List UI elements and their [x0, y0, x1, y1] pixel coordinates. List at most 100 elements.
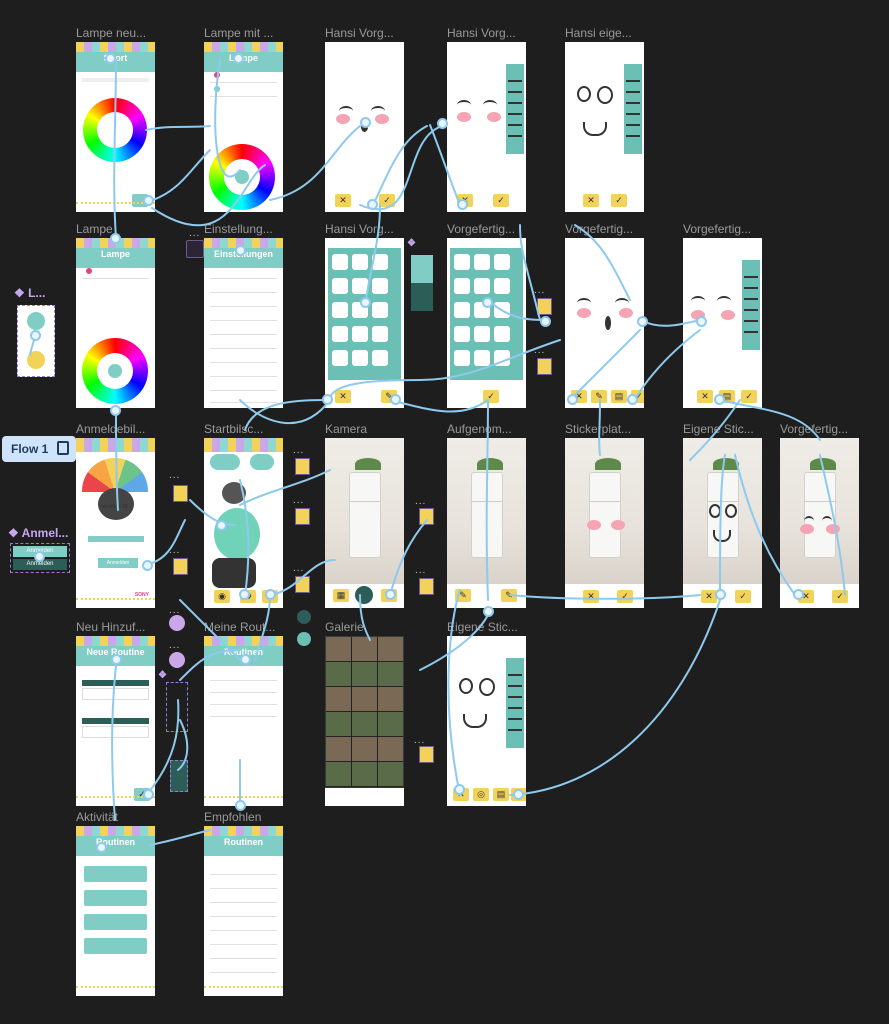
robot-head[interactable]: [222, 482, 246, 504]
color-swatch-variant[interactable]: [411, 255, 433, 311]
connection-node[interactable]: [696, 316, 707, 327]
robot-fluffy-body[interactable]: [214, 508, 260, 560]
camera-icon[interactable]: ◉: [214, 590, 230, 603]
connection-node[interactable]: [235, 800, 246, 811]
connection-node[interactable]: [239, 589, 250, 600]
connection-node[interactable]: [265, 589, 276, 600]
connection-node[interactable]: [30, 330, 41, 341]
frame-stickerplatzierung[interactable]: ✕✓: [565, 438, 644, 608]
frame-lampe-neu[interactable]: Sport: [76, 42, 155, 212]
frame-hansi-vorg-2[interactable]: ✕✓: [447, 42, 526, 212]
connection-node[interactable]: [105, 53, 116, 64]
connection-node[interactable]: [793, 589, 804, 600]
component-label-anmelden[interactable]: ❖ Anmel...: [8, 526, 69, 540]
check-icon[interactable]: ✓: [379, 194, 395, 207]
check-variant[interactable]: [295, 576, 310, 593]
more-icon[interactable]: ...: [414, 735, 426, 746]
check-icon[interactable]: ✓: [832, 590, 848, 603]
connection-node[interactable]: [567, 394, 578, 405]
print-icon[interactable]: ▤: [493, 788, 509, 801]
print-icon[interactable]: ▤: [611, 390, 627, 403]
frame-galerie[interactable]: [325, 636, 404, 806]
check-icon[interactable]: ✓: [735, 590, 751, 603]
sticker-icon[interactable]: ◎: [473, 788, 489, 801]
connection-node[interactable]: [457, 199, 468, 210]
connection-node[interactable]: [240, 654, 251, 665]
connection-node[interactable]: [627, 394, 638, 405]
bulb-bubble[interactable]: [250, 454, 274, 470]
more-icon[interactable]: ...: [169, 545, 181, 556]
frame-eigene-sticker-draw[interactable]: ✕◎▤✓: [447, 636, 526, 806]
connection-node[interactable]: [513, 789, 524, 800]
component-variant[interactable]: [173, 485, 188, 502]
close-icon[interactable]: ✕: [583, 590, 599, 603]
frame-vorgefertigt-grid[interactable]: ✓: [447, 238, 526, 408]
frame-vorgefertigt-face-1[interactable]: ✕✎▤✓: [565, 238, 644, 408]
more-icon[interactable]: ...: [293, 445, 305, 456]
more-icon[interactable]: ...: [534, 345, 546, 356]
frame-lampe[interactable]: Lampe: [76, 238, 155, 408]
component-variant[interactable]: [169, 615, 185, 631]
check-icon[interactable]: ✓: [493, 194, 509, 207]
frame-kamera[interactable]: ▦ ⟲: [325, 438, 404, 608]
pencil-icon[interactable]: ✎: [455, 589, 471, 602]
login-button[interactable]: Anmelden: [98, 558, 138, 568]
connection-node[interactable]: [233, 53, 244, 64]
component-variant[interactable]: [169, 652, 185, 668]
connection-node[interactable]: [216, 520, 227, 531]
check-icon[interactable]: ✓: [741, 390, 757, 403]
pencil-variant[interactable]: [419, 578, 434, 595]
connection-node[interactable]: [322, 394, 333, 405]
close-icon[interactable]: ✕: [583, 194, 599, 207]
battery-bubble[interactable]: [210, 454, 240, 470]
frame-lampe-mit[interactable]: Lampe: [204, 42, 283, 212]
more-icon[interactable]: ...: [169, 470, 181, 481]
flow-1-button[interactable]: Flow 1: [2, 436, 76, 462]
connection-node[interactable]: [360, 117, 371, 128]
shutter-variant-set[interactable]: [295, 610, 313, 650]
close-icon[interactable]: ✕: [697, 390, 713, 403]
connection-node[interactable]: [482, 297, 493, 308]
pencil-icon[interactable]: ✎: [591, 390, 607, 403]
password-field[interactable]: [88, 536, 144, 542]
connection-node[interactable]: [111, 654, 122, 665]
connection-node[interactable]: [390, 394, 401, 405]
connection-node[interactable]: [637, 316, 648, 327]
more-icon[interactable]: ...: [169, 640, 181, 651]
connection-node[interactable]: [110, 233, 121, 244]
pencil-icon[interactable]: ✎: [501, 589, 517, 602]
check-icon[interactable]: ✓: [611, 194, 627, 207]
connection-node[interactable]: [437, 118, 448, 129]
frame-empfohlen[interactable]: Routinen: [204, 826, 283, 996]
check-variant-set[interactable]: [170, 760, 188, 792]
more-icon[interactable]: ...: [534, 285, 546, 296]
connection-node[interactable]: [360, 297, 371, 308]
lamp-component-set[interactable]: [17, 305, 55, 377]
frame-hansi-eigene[interactable]: ✕✓: [565, 42, 644, 212]
anmelden-variant-2[interactable]: Anmelden: [13, 559, 67, 570]
shutter-button[interactable]: [355, 586, 373, 604]
check-variant[interactable]: [537, 298, 552, 315]
component-variant[interactable]: [173, 558, 188, 575]
close-icon[interactable]: ✕: [335, 390, 351, 403]
connection-node[interactable]: [714, 394, 725, 405]
more-icon[interactable]: ...: [293, 563, 305, 574]
connection-node[interactable]: [540, 316, 551, 327]
frame-vorgefertigt-placed[interactable]: ✕✓: [780, 438, 859, 608]
photo-grid[interactable]: [326, 637, 403, 787]
connection-node[interactable]: [110, 405, 121, 416]
more-icon[interactable]: ...: [293, 495, 305, 506]
frame-aktivitaet[interactable]: Routinen: [76, 826, 155, 996]
connection-node[interactable]: [385, 589, 396, 600]
more-icon[interactable]: ...: [169, 605, 181, 616]
play-presentation-icon[interactable]: [57, 441, 69, 455]
close-variant[interactable]: [537, 358, 552, 375]
frame-einstellungen[interactable]: Einstellungen: [204, 238, 283, 408]
check-icon[interactable]: ✓: [483, 390, 499, 403]
gallery-icon[interactable]: ▦: [333, 589, 349, 602]
more-icon[interactable]: ...: [189, 228, 201, 239]
frame-anmeldebild[interactable]: robolitten 18 Anmelden SONY: [76, 438, 155, 608]
connection-node[interactable]: [34, 551, 45, 562]
connection-node[interactable]: [143, 789, 154, 800]
component-instance[interactable]: [186, 240, 204, 258]
